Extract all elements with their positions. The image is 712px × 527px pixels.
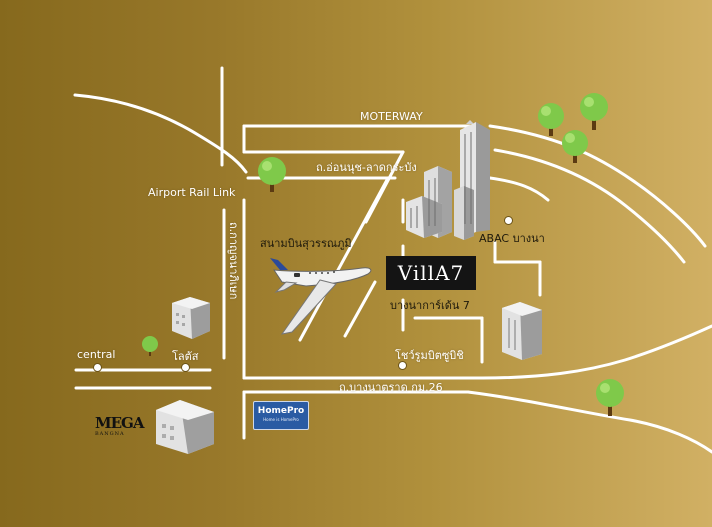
- airplane-icon: [270, 258, 372, 335]
- tree-icon: [596, 379, 624, 416]
- mega-logo-subtext: BANGNA: [95, 431, 125, 437]
- location-dot-icon: [181, 363, 190, 372]
- airport-diagonal-3: [343, 280, 377, 338]
- location-dot-icon: [504, 216, 513, 225]
- bangna-trad-road-curve-bottom: [466, 390, 712, 454]
- airport-label: สนามบินสุวรรณภูมิ: [260, 237, 352, 250]
- building-icon: [406, 120, 490, 240]
- onnut-road-label: ถ.อ่อนนุช-ลาดกระบัง: [316, 161, 417, 174]
- motorway-label: MOTERWAY: [360, 110, 423, 123]
- abac-label: ABAC บางนา: [479, 232, 545, 245]
- villa-logo: VillA7: [386, 256, 476, 290]
- tree-icon: [142, 336, 158, 356]
- building-icon: [172, 297, 210, 339]
- mega-bangna-logo: MEGA BANGNA: [95, 414, 144, 438]
- villa-address-label: บางนาการ์เด้น 7: [390, 299, 470, 312]
- bangna-trad-road-label: ถ.บางนาตราด กม.26: [339, 381, 443, 394]
- homepro-logo: HomePro Home is HomePro: [253, 401, 309, 430]
- homepro-tagline: Home is HomePro: [263, 417, 299, 422]
- motorway-curve-outer: [488, 124, 707, 248]
- tree-icon: [580, 93, 608, 130]
- tree-icon: [562, 130, 588, 163]
- location-dot-icon: [93, 363, 102, 372]
- bangna-trad-road-curve: [480, 324, 712, 380]
- lotus-label: โลตัส: [172, 350, 199, 363]
- central-label: central: [77, 348, 116, 361]
- airport-rail-link-label: Airport Rail Link: [148, 186, 236, 199]
- building-icon: [156, 400, 214, 454]
- airport-diagonal-2: [364, 150, 405, 224]
- showroom-label: โชว์รูมบิตซูบิชิ: [395, 349, 464, 362]
- kanchanaphisek-road-label: ถ.กาญจนาภิเษก: [227, 222, 240, 300]
- building-icon: [502, 302, 542, 360]
- homepro-title: HomePro: [257, 406, 305, 416]
- mega-logo-text: MEGA: [95, 414, 144, 432]
- motorway-curve-inner: [493, 148, 686, 264]
- tree-icon: [538, 103, 564, 136]
- tree-icon: [258, 157, 286, 192]
- airport-rail-link-upper: [73, 93, 248, 174]
- location-dot-icon: [398, 361, 407, 370]
- abac-road: [488, 176, 550, 202]
